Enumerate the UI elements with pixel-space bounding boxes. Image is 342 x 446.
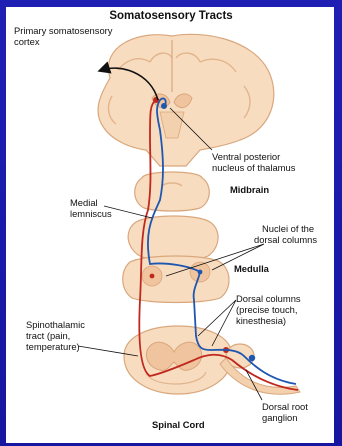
label-dorsal-columns-line1: Dorsal columns (236, 293, 301, 304)
label-dorsal-columns-line2: (precise touch, (236, 304, 298, 315)
diagram-title: Somatosensory Tracts (109, 10, 232, 22)
midbrain-section (135, 172, 210, 211)
label-thalamus-line2: nucleus of thalamus (212, 162, 296, 173)
label-cortex-line2: cortex (14, 36, 40, 47)
label-dorsal-columns-line3: kinesthesia) (236, 315, 286, 326)
label-thalamus-line1: Ventral posterior (212, 151, 280, 162)
label-cortex-line1: Primary somatosensory (14, 25, 113, 36)
label-medulla: Medulla (234, 263, 270, 274)
thalamus-neuron-blue (161, 103, 167, 109)
brain-section (98, 34, 274, 166)
medulla-shape (123, 256, 229, 303)
midbrain-shape (135, 172, 210, 211)
label-ganglion-line1: Dorsal root (262, 401, 308, 412)
label-nuclei-line1: Nuclei of the (262, 223, 314, 234)
label-midbrain: Midbrain (230, 184, 269, 195)
label-spinothalamic-line3: temperature) (26, 341, 80, 352)
label-spinal-cord: Spinal Cord (152, 419, 205, 430)
label-lemniscus-line1: Medial (70, 197, 98, 208)
label-spinothalamic-line1: Spinothalamic (26, 319, 85, 330)
label-nuclei-line2: dorsal columns (254, 234, 317, 245)
medulla-neuron-blue (198, 270, 203, 275)
label-lemniscus-line2: lemniscus (70, 208, 112, 219)
medulla-section (123, 256, 229, 303)
label-ganglion-line2: ganglion (262, 412, 297, 423)
label-spinothalamic-line2: tract (pain, (26, 330, 70, 341)
medulla-neuron-red (150, 274, 155, 279)
